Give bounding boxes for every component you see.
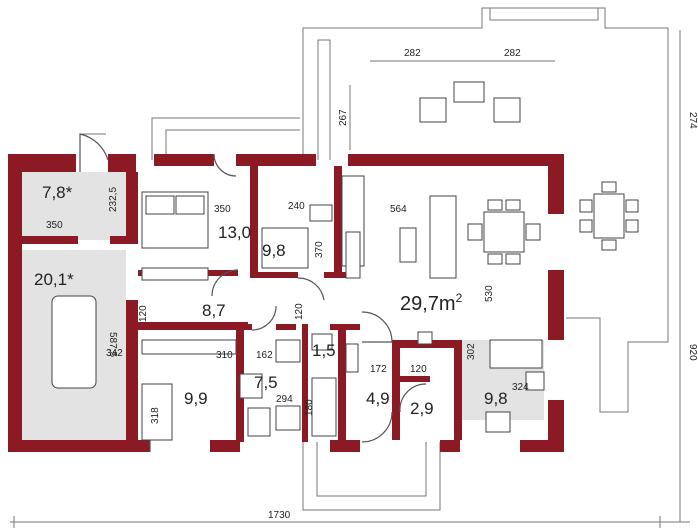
terrace-outline xyxy=(79,7,669,511)
dim-180: 180 xyxy=(304,399,315,416)
dim-267: 267 xyxy=(338,109,349,126)
dim-120c: 120 xyxy=(410,364,427,375)
dim-282a: 282 xyxy=(404,48,421,59)
dim-310: 310 xyxy=(216,350,233,361)
dim-350b: 350 xyxy=(214,204,231,215)
room-area-bedroom-3: 9,9 xyxy=(184,389,208,408)
room-area-pantry: 2,9 xyxy=(410,399,434,418)
dim-370: 370 xyxy=(314,241,325,258)
dim-324: 324 xyxy=(512,382,529,393)
dim-162: 162 xyxy=(256,350,273,361)
room-area-wc: 1,5 xyxy=(312,341,336,360)
dim-294: 294 xyxy=(276,394,293,405)
room-labels: 7,8* 20,1* 13,0 9,8 8,7 9,9 7,5 1,5 4,9 … xyxy=(34,183,508,418)
dim-232-5: 232,5 xyxy=(108,187,119,212)
room-area-bedroom-1: 13,0 xyxy=(218,223,251,242)
dim-564: 564 xyxy=(390,204,407,215)
dim-920: 920 xyxy=(687,344,698,361)
dim-350a: 350 xyxy=(46,220,63,231)
dim-274: 274 xyxy=(687,112,698,129)
dim-1730: 1730 xyxy=(268,510,291,521)
dim-302: 302 xyxy=(466,343,477,360)
utility-floor xyxy=(22,172,126,240)
dim-282b: 282 xyxy=(504,48,521,59)
dim-587-5: 587,5 xyxy=(107,332,118,357)
room-area-bedroom-2: 9,8 xyxy=(262,241,286,260)
dimension-labels: 282 282 274 267 920 1730 350 232,5 350 2… xyxy=(46,48,698,521)
room-area-bathroom: 7,5 xyxy=(254,373,278,392)
dim-120a: 120 xyxy=(138,305,149,322)
dim-120b: 120 xyxy=(294,303,305,320)
dim-318: 318 xyxy=(150,407,161,424)
room-area-vestibule: 4,9 xyxy=(366,389,390,408)
room-area-garage: 20,1* xyxy=(34,270,74,289)
dim-172: 172 xyxy=(370,364,387,375)
room-area-living: 29,7m2 xyxy=(400,291,463,315)
dim-240: 240 xyxy=(288,201,305,212)
room-area-hall: 8,7 xyxy=(202,301,226,320)
dim-530: 530 xyxy=(484,285,495,302)
dimension-lines xyxy=(10,30,690,528)
room-area-utility: 7,8* xyxy=(42,183,73,202)
dim-342: 342 xyxy=(106,348,123,359)
room-area-kitchen: 9,8 xyxy=(484,389,508,408)
furniture xyxy=(51,81,639,441)
